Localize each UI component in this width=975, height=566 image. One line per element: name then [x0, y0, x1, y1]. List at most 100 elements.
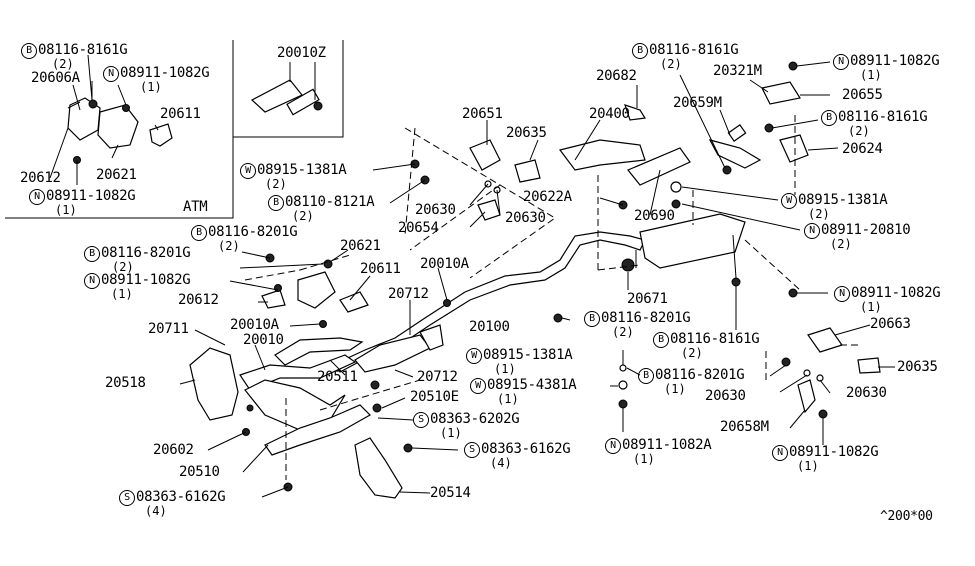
part-number: 20612	[178, 292, 219, 308]
part-number: 20511	[317, 369, 358, 385]
part-number: 08911-1082G	[46, 188, 136, 204]
fastener-prefix-badge: B	[84, 246, 100, 262]
part-callout-20712: 20712	[417, 370, 458, 384]
part-number: 20655	[842, 87, 883, 103]
part-number: 08915-1381A	[798, 192, 888, 208]
part-number: 20611	[360, 261, 401, 277]
part-number: 08915-4381A	[487, 377, 577, 393]
part-number: 08915-1381A	[257, 162, 347, 178]
part-number: 20663	[870, 316, 911, 332]
part-number: 08116-8201G	[101, 245, 191, 261]
part-number: 08911-1082G	[120, 65, 210, 81]
part-number: 20621	[96, 167, 137, 183]
part-callout-20671: 20671	[627, 292, 668, 306]
part-number: 20635	[506, 125, 547, 141]
fastener-prefix-badge: W	[470, 378, 486, 394]
fastener-prefix-badge: N	[804, 223, 820, 239]
part-number: 08363-6202G	[430, 411, 520, 427]
part-quantity: (1)	[497, 392, 519, 406]
part-callout-20611: 20611	[360, 262, 401, 276]
part-number: 08363-6162G	[136, 489, 226, 505]
part-quantity: (2)	[808, 207, 830, 221]
part-number: 20518	[105, 375, 146, 391]
part-number: 20712	[417, 369, 458, 385]
part-callout-20621: 20621	[96, 168, 137, 182]
part-number: 08911-20810	[821, 222, 911, 238]
part-number: 20711	[148, 321, 189, 337]
part-callout-20630: 20630	[505, 211, 546, 225]
part-callout-20010a: 20010A	[230, 318, 279, 332]
part-callout-20630: 20630	[415, 203, 456, 217]
part-callout-20602: 20602	[153, 443, 194, 457]
part-callout-20711: 20711	[148, 322, 189, 336]
fastener-prefix-badge: N	[772, 445, 788, 461]
part-callout-20612: 20612	[20, 171, 61, 185]
fastener-prefix-badge: N	[29, 189, 45, 205]
diagram-code: ^200*00	[880, 509, 933, 524]
part-quantity: (2)	[848, 124, 870, 138]
part-callout-20514: 20514	[430, 486, 471, 500]
part-number: 08116-8161G	[38, 42, 128, 58]
part-quantity: (4)	[490, 456, 512, 470]
part-number: 20100	[469, 319, 510, 335]
exhaust-pipe-drawing	[189, 213, 746, 499]
part-number: 20682	[596, 68, 637, 84]
part-callout-20658m: 20658M	[720, 420, 769, 434]
part-number: 20671	[627, 291, 668, 307]
part-callout-20510: 20510	[179, 465, 220, 479]
part-number: 20510	[179, 464, 220, 480]
part-number: 20658M	[720, 419, 769, 435]
part-number: 08915-1381A	[483, 347, 573, 363]
part-number: 20659M	[673, 95, 722, 111]
part-callout-20321m: 20321M	[713, 64, 762, 78]
part-number: 20651	[462, 106, 503, 122]
inset-atm-label: ATM	[183, 199, 208, 215]
fastener-prefix-badge: B	[191, 225, 207, 241]
fastener-prefix-badge: N	[103, 66, 119, 82]
fastener-prefix-badge: S	[413, 412, 429, 428]
part-number: 20606A	[31, 70, 80, 86]
part-number: 08116-8201G	[601, 310, 691, 326]
part-callout-20510e: 20510E	[410, 390, 459, 404]
part-callout-20663: 20663	[870, 317, 911, 331]
part-callout-20010: 20010	[243, 333, 284, 347]
part-number: 20321M	[713, 63, 762, 79]
part-quantity: (2)	[612, 325, 634, 339]
part-quantity: (1)	[797, 459, 819, 473]
fastener-prefix-badge: B	[21, 43, 37, 59]
fastener-prefix-badge: B	[821, 110, 837, 126]
part-callout-20624: 20624	[842, 142, 883, 156]
fastener-prefix-badge: N	[84, 273, 100, 289]
part-quantity: (1)	[860, 68, 882, 82]
part-callout-20635: 20635	[506, 126, 547, 140]
fastener-prefix-badge: W	[240, 163, 256, 179]
part-callout-20682: 20682	[596, 69, 637, 83]
part-number: 20630	[415, 202, 456, 218]
part-quantity: (2)	[218, 239, 240, 253]
fastener-prefix-badge: B	[638, 368, 654, 384]
part-number: 20010A	[420, 256, 469, 272]
oxygen-sensor-part	[250, 62, 323, 116]
part-number: 08911-1082G	[101, 272, 191, 288]
part-number: 08116-8201G	[655, 367, 745, 383]
dashed-guides	[244, 115, 860, 480]
part-callout-20010z: 20010Z	[277, 46, 326, 60]
part-callout-20690: 20690	[634, 209, 675, 223]
